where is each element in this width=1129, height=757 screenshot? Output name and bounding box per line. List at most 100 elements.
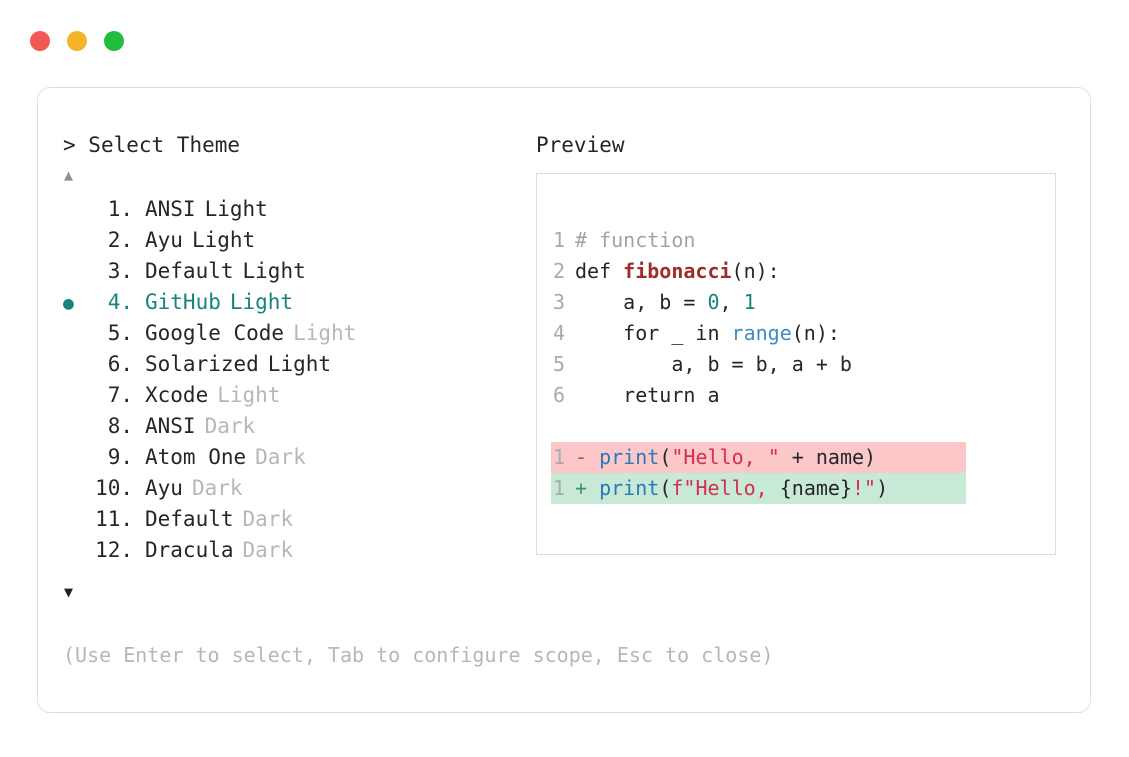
theme-item-name: ANSI xyxy=(145,414,196,438)
code-token: return a xyxy=(575,383,720,407)
theme-item-index: 6. xyxy=(107,352,133,376)
theme-item-variant: Dark xyxy=(242,507,294,531)
theme-item-name: Default xyxy=(145,507,234,531)
code-token: def xyxy=(575,259,624,283)
code-token: ( xyxy=(659,445,672,469)
scroll-down-indicator-icon[interactable]: ▼ xyxy=(64,583,74,601)
theme-item-variant: Light xyxy=(229,290,294,314)
code-line-number: 1 xyxy=(552,476,565,500)
theme-list-item[interactable]: 3. Default Light xyxy=(63,256,543,287)
theme-item-variant: Light xyxy=(204,197,268,221)
theme-item-variant: Light xyxy=(217,383,281,407)
theme-item-name: Solarized xyxy=(145,352,259,376)
code-token: print xyxy=(599,445,660,469)
code-token: !" xyxy=(851,476,877,500)
code-line-number: 5 xyxy=(552,352,565,376)
theme-item-variant: Dark xyxy=(204,414,256,438)
theme-item-index: 8. xyxy=(107,414,133,438)
theme-item-index: 9. xyxy=(107,445,133,469)
code-line: 6 return a xyxy=(551,380,966,411)
code-token: {name} xyxy=(779,476,852,500)
minimize-button[interactable] xyxy=(67,31,87,51)
theme-item-index: 7. xyxy=(107,383,133,407)
theme-list-item[interactable]: 5. Google Code Light xyxy=(63,318,543,349)
scroll-up-indicator-icon[interactable]: ▲ xyxy=(64,166,74,184)
diff-removed-line: 1- print("Hello, " + name) xyxy=(551,442,966,473)
prompt-symbol: > xyxy=(63,133,89,157)
theme-list-item[interactable]: 11. Default Dark xyxy=(63,504,543,535)
code-line: 2 def fibonacci(n): xyxy=(551,256,966,287)
theme-list-item[interactable]: 12. Dracula Dark xyxy=(63,535,543,566)
theme-item-name: Dracula xyxy=(145,538,234,562)
theme-item-name: Ayu xyxy=(145,228,183,252)
keyboard-hint: (Use Enter to select, Tab to configure s… xyxy=(63,643,774,667)
diff-added-line: 1+ print(f"Hello, {name}!") xyxy=(551,473,966,504)
theme-item-name: Default xyxy=(145,259,234,283)
code-token: 0 xyxy=(707,290,720,314)
code-blank-line xyxy=(551,411,966,442)
theme-item-index: 1. xyxy=(107,197,133,221)
code-line: 5 a, b = b, a + b xyxy=(551,349,966,380)
code-line: 3 a, b = 0, 1 xyxy=(551,287,966,318)
code-token: for _ in xyxy=(575,321,732,345)
preview-heading: Preview xyxy=(536,133,625,157)
code-line-number: 1 xyxy=(552,445,565,469)
code-line: 1 # function xyxy=(551,225,966,256)
theme-item-index: 2. xyxy=(107,228,133,252)
theme-item-variant: Light xyxy=(267,352,332,376)
theme-item-variant: Light xyxy=(293,321,357,345)
theme-item-index: 5. xyxy=(107,321,133,345)
theme-item-name: GitHub xyxy=(145,290,221,314)
theme-item-variant: Dark xyxy=(191,476,243,500)
maximize-button[interactable] xyxy=(104,31,124,51)
theme-item-name: Atom One xyxy=(145,445,247,469)
code-token: 1 xyxy=(743,290,756,314)
theme-item-index: 10. xyxy=(95,476,133,500)
theme-item-index: 12. xyxy=(95,538,133,562)
theme-item-index: 11. xyxy=(95,507,133,531)
theme-item-variant: Light xyxy=(191,228,256,252)
theme-item-variant: Dark xyxy=(242,538,294,562)
close-button[interactable] xyxy=(30,31,50,51)
code-token: ( xyxy=(659,476,672,500)
theme-list-item[interactable]: 9. Atom One Dark xyxy=(63,442,543,473)
code-token: a, b = b, a + b xyxy=(575,352,852,376)
code-line-number: 6 xyxy=(552,383,565,407)
theme-list-item[interactable]: 8. ANSI Dark xyxy=(63,411,543,442)
code-token: # function xyxy=(575,228,696,252)
code-line-number: 3 xyxy=(552,290,565,314)
code-token: (n): xyxy=(791,321,840,345)
theme-item-variant: Light xyxy=(242,259,306,283)
selected-bullet-icon: ● xyxy=(63,293,74,314)
theme-list-item[interactable]: 6. Solarized Light xyxy=(63,349,543,380)
code-token: range xyxy=(731,321,792,345)
theme-item-index: 3. xyxy=(107,259,133,283)
theme-item-name: Google Code xyxy=(145,321,285,345)
code-line-number: 4 xyxy=(552,321,565,345)
code-token: ) xyxy=(876,476,889,500)
diff-sign: + xyxy=(575,476,600,500)
code-line-number: 1 xyxy=(552,228,565,252)
code-token: , xyxy=(719,290,744,314)
theme-item-name: Ayu xyxy=(145,476,183,500)
code-token: f"Hello, xyxy=(671,476,780,500)
code-token: "Hello, " xyxy=(671,445,780,469)
page-title: > Select Theme xyxy=(63,132,543,158)
code-line-number: 2 xyxy=(552,259,565,283)
page-title-label: Select Theme xyxy=(88,133,241,157)
code-token: fibonacci xyxy=(623,259,732,283)
theme-list-item[interactable]: 10. Ayu Dark xyxy=(63,473,543,504)
theme-list-item[interactable]: 2. Ayu Light xyxy=(63,225,543,256)
code-token: (n): xyxy=(731,259,780,283)
theme-item-variant: Dark xyxy=(255,445,306,469)
